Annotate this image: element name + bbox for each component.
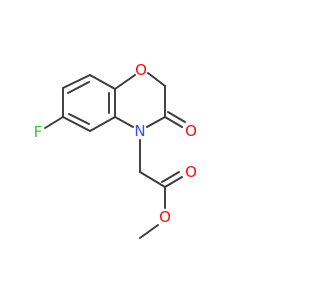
bond-o-ester-ch3 xyxy=(139,224,159,239)
bond-c6-f xyxy=(44,116,64,129)
atom-ring-nitrogen: N xyxy=(134,122,145,140)
bond-c3-o-keto-a xyxy=(164,116,183,128)
bond-c3-n4 xyxy=(146,116,166,128)
bond-o1-c2 xyxy=(147,72,166,87)
bond-c3-o-keto-b xyxy=(167,111,186,123)
bond-c8-c7-inner xyxy=(67,81,90,94)
bond-c8a-o1 xyxy=(114,74,136,90)
molecule-canvas: F O O N O O xyxy=(33,61,197,239)
bond-c-ester-o-carbonyl-a xyxy=(164,176,183,188)
atom-fluorine: F xyxy=(34,123,43,141)
atom-ester-carbonyl-oxygen: O xyxy=(185,163,197,181)
bond-c6-c5 xyxy=(62,116,91,132)
structure-diagram: F O O N O O xyxy=(34,61,197,239)
bond-c5-c4a xyxy=(89,116,116,132)
atom-ring-oxygen: O xyxy=(135,61,147,79)
bond-c6-c5-inner xyxy=(68,113,90,125)
bond-c-ester-o-carbonyl-b xyxy=(161,171,180,183)
atom-keto-oxygen: O xyxy=(185,122,197,140)
atom-ester-oxygen: O xyxy=(159,208,171,226)
bond-n4-c4a xyxy=(114,116,134,128)
bond-c8a-c8 xyxy=(89,74,116,90)
bond-ch2-c-ester xyxy=(139,171,166,188)
bond-c8-c7 xyxy=(62,74,91,89)
